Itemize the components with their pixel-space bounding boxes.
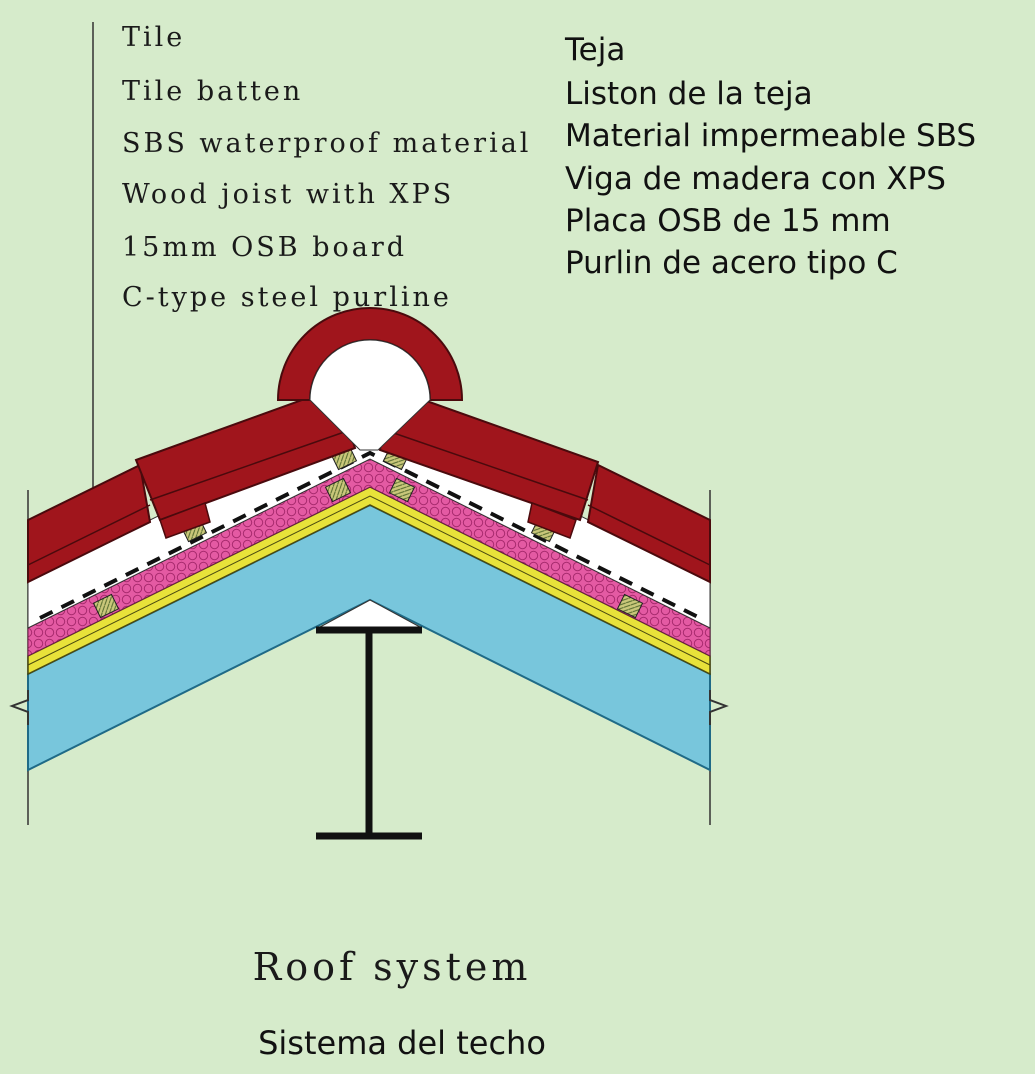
label-en-wood-joist: Wood joist with XPS bbox=[122, 179, 454, 210]
left-break-symbol bbox=[9, 690, 29, 725]
ridge-cap-void bbox=[309, 339, 431, 451]
roof-tile-left bbox=[27, 463, 152, 584]
sbs-membrane-dash bbox=[39, 450, 701, 620]
roof-tile-right bbox=[586, 463, 711, 584]
label-es-placa: Placa OSB de 15 mm bbox=[565, 203, 891, 239]
label-es-teja: Teja bbox=[564, 32, 625, 68]
label-es-viga: Viga de madera con XPS bbox=[565, 161, 946, 197]
label-es-purlin: Purlin de acero tipo C bbox=[565, 245, 898, 281]
tile-battens bbox=[92, 445, 644, 619]
steel-purline bbox=[316, 626, 422, 840]
title-es: Sistema del techo bbox=[258, 1024, 546, 1062]
right-break-symbol bbox=[709, 690, 729, 725]
label-en-purline: C-type steel purline bbox=[122, 282, 452, 313]
label-es-liston: Liston de la teja bbox=[565, 76, 813, 112]
label-en-osb: 15mm OSB board bbox=[122, 232, 407, 263]
label-en-tile: Tile bbox=[122, 22, 185, 53]
title-en: Roof system bbox=[253, 945, 532, 989]
label-en-sbs: SBS waterproof material bbox=[122, 128, 531, 159]
label-en-tile-batten: Tile batten bbox=[122, 76, 303, 107]
label-es-material: Material impermeable SBS bbox=[565, 118, 976, 154]
osb-board-line bbox=[27, 495, 711, 666]
